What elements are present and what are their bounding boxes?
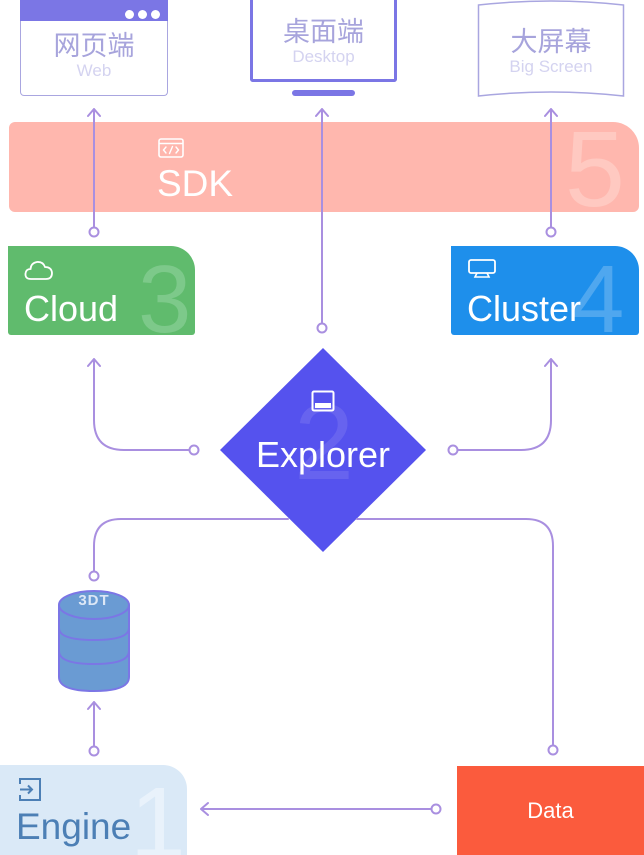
- engine-label: Engine: [16, 806, 132, 847]
- web-client-box: 网页端 Web: [19, 0, 168, 96]
- web-label-zh: 网页端: [53, 31, 135, 62]
- engine-number: 1: [130, 767, 186, 855]
- desktop-client-box: 桌面端 Desktop: [250, 0, 397, 82]
- cloud-label: Cloud: [24, 288, 119, 329]
- cloud-icon: [24, 258, 54, 287]
- link-data-to-explorer: [356, 518, 559, 756]
- monitor-icon: [467, 258, 497, 287]
- bigscreen-client-box: 大屏幕 Big Screen: [477, 0, 625, 98]
- link-data-to-engine: [200, 802, 442, 816]
- link-explorer-to-cluster: [447, 358, 558, 456]
- cluster-node: 4 Cluster: [451, 246, 639, 335]
- curved-screen-icon: [477, 0, 625, 97]
- login-icon: [18, 777, 44, 808]
- data-node: Data: [457, 766, 644, 855]
- bigscreen-label-zh: 大屏幕: [510, 27, 592, 58]
- database-tag: 3DT: [78, 592, 110, 609]
- explorer-diamond: [220, 348, 426, 552]
- engine-node: 1 Engine: [0, 765, 187, 855]
- monitor-stand-icon: [292, 90, 355, 96]
- desktop-label-zh: 桌面端: [283, 17, 364, 48]
- database-icon: [58, 590, 130, 693]
- link-explorer-to-cloud: [87, 358, 200, 456]
- database-node: 3DT: [56, 588, 132, 694]
- cloud-node: 3 Cloud: [8, 246, 195, 335]
- explorer-node: 2 Explorer: [218, 346, 428, 554]
- desktop-label-en: Desktop: [292, 47, 355, 66]
- browser-dots-icon: [121, 6, 160, 19]
- link-engine-to-database: [87, 701, 101, 757]
- explorer-label: Explorer: [255, 434, 391, 475]
- cluster-number: 4: [571, 246, 625, 336]
- web-label-en: Web: [76, 61, 112, 80]
- code-window-icon: [158, 138, 184, 163]
- data-label: Data: [527, 798, 574, 823]
- sdk-layer: 5 SDK: [9, 122, 639, 212]
- sdk-number: 5: [564, 122, 625, 212]
- cluster-label: Cluster: [467, 288, 582, 329]
- sdk-label: SDK: [157, 163, 234, 204]
- bigscreen-label-en: Big Screen: [509, 57, 593, 76]
- cloud-number: 3: [138, 246, 192, 336]
- browser-title-bar: [19, 0, 168, 21]
